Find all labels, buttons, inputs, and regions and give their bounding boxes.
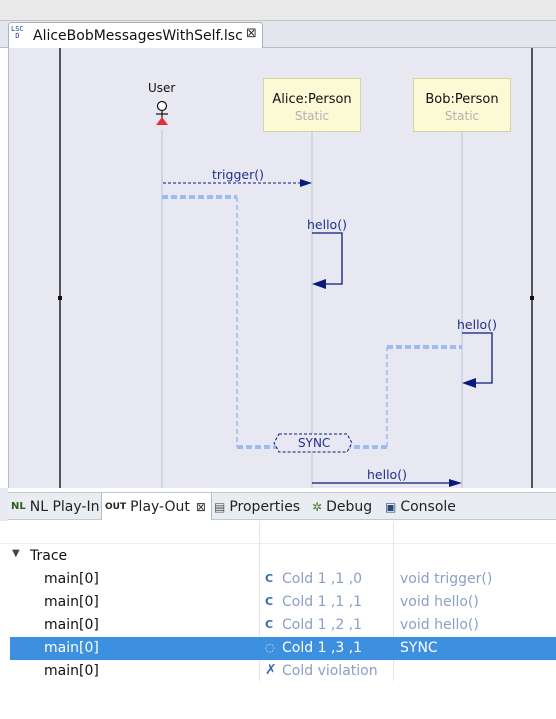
message-label-alice-bob-hello: hello()	[367, 467, 407, 482]
trace-row-state: Cold violation	[282, 663, 378, 679]
trace-row[interactable]: main[0] C Cold 1 ,2 ,1 void hello()	[0, 614, 556, 637]
cold-cut-icon: C	[265, 595, 274, 608]
lifeline-name-alice: Alice:Person	[272, 92, 352, 107]
message-label-alice-hello: hello()	[307, 217, 347, 232]
frame-handle-left[interactable]	[58, 296, 62, 300]
trace-row-name: main[0]	[44, 594, 99, 610]
out-icon: OUT	[105, 501, 127, 512]
trace-row-state: Cold 1 ,3 ,1	[282, 640, 363, 656]
collapse-triangle-icon[interactable]: ▼	[12, 548, 20, 559]
trace-row[interactable]: main[0] C Cold 1 ,1 ,1 void hello()	[0, 591, 556, 614]
lsc-diagram-canvas[interactable]: User Alice:Person Static Bob:Person Stat…	[8, 48, 556, 488]
trace-row[interactable]: main[0] C Cold 1 ,1 ,0 void trigger()	[0, 568, 556, 591]
lifeline-kind-alice: Static	[294, 109, 330, 123]
message-alice-self-hello[interactable]	[312, 232, 343, 289]
trace-row[interactable]: main[0] ✗ Cold violation	[0, 660, 556, 683]
editor-tab-bar: LSC D AliceBobMessagesWithSelf.lsc ⊠	[0, 21, 556, 49]
violation-icon: ✗	[265, 662, 277, 678]
trace-root[interactable]: ▼ Trace	[0, 545, 556, 568]
cold-cut-icon: C	[265, 618, 274, 631]
views-tab-bar: NL NL Play-In OUT Play-Out ⊠ ▤ Propertie…	[8, 492, 556, 520]
frame-handle-right[interactable]	[530, 296, 534, 300]
message-label-trigger: trigger()	[212, 167, 264, 182]
message-trigger[interactable]	[163, 179, 312, 187]
console-icon: ▣	[385, 499, 397, 514]
message-bob-self-hello[interactable]	[462, 332, 493, 388]
tab-nl-play-in-label: NL Play-In	[29, 498, 100, 515]
trace-row-event: SYNC	[400, 640, 438, 656]
trace-row-name: main[0]	[44, 571, 99, 587]
trace-row-name: main[0]	[44, 663, 99, 679]
lsc-file-icon: LSC D	[11, 25, 24, 40]
close-icon[interactable]: ⊠	[246, 26, 257, 41]
tab-debug-label: Debug	[326, 498, 373, 515]
lifeline-name-bob: Bob:Person	[425, 92, 499, 107]
tree-header	[0, 521, 556, 544]
trace-row-event: void hello()	[400, 617, 479, 633]
close-icon[interactable]: ⊠	[195, 499, 206, 514]
trace-row-event: void hello()	[400, 594, 479, 610]
editor-tab-title: AliceBobMessagesWithSelf.lsc	[33, 28, 243, 44]
sync-cut-icon: ◌	[265, 641, 275, 654]
trace-row-event: void trigger()	[400, 571, 493, 587]
trace-row-state: Cold 1 ,1 ,0	[282, 571, 363, 587]
column-separator[interactable]	[259, 521, 260, 681]
tab-console[interactable]: ▣ Console	[385, 493, 456, 520]
message-label-bob-hello: hello()	[457, 317, 497, 332]
actor-user-label: User	[148, 81, 176, 95]
tab-properties[interactable]: ▤ Properties	[214, 493, 300, 520]
editor-tab-alicebob[interactable]: LSC D AliceBobMessagesWithSelf.lsc ⊠	[8, 22, 263, 49]
tab-debug[interactable]: ✲ Debug	[312, 493, 372, 520]
lifeline-kind-bob: Static	[444, 109, 480, 123]
trace-row-name: main[0]	[44, 617, 99, 633]
trace-tree[interactable]: ▼ Trace main[0] C Cold 1 ,1 ,0 void trig…	[0, 521, 556, 719]
tab-play-out-label: Play-Out	[130, 498, 190, 515]
window-top-strip	[0, 0, 556, 21]
cold-cut-icon: C	[265, 572, 274, 585]
trace-row-name: main[0]	[44, 640, 99, 656]
column-separator[interactable]	[393, 521, 394, 681]
trace-row-selected[interactable]: main[0] ◌ Cold 1 ,3 ,1 SYNC	[10, 637, 556, 660]
nl-icon: NL	[11, 501, 26, 512]
message-alice-bob-hello[interactable]	[312, 479, 462, 487]
tab-nl-play-in[interactable]: NL NL Play-In	[11, 493, 99, 520]
tab-play-out[interactable]: OUT Play-Out ⊠	[101, 493, 212, 520]
lifeline-head-bob[interactable]: Bob:Person Static	[413, 78, 511, 132]
sync-label: SYNC	[298, 436, 331, 450]
trace-root-label: Trace	[30, 548, 68, 564]
stick-figure-icon	[156, 100, 168, 125]
lifeline-head-alice[interactable]: Alice:Person Static	[263, 78, 361, 132]
tab-console-label: Console	[400, 498, 456, 515]
sync-frame[interactable]	[273, 433, 353, 453]
trace-row-state: Cold 1 ,1 ,1	[282, 594, 363, 610]
debug-icon: ✲	[312, 499, 323, 514]
properties-icon: ▤	[214, 499, 226, 514]
diagram-graphics	[58, 48, 534, 488]
tab-properties-label: Properties	[229, 498, 301, 515]
trace-row-state: Cold 1 ,2 ,1	[282, 617, 363, 633]
